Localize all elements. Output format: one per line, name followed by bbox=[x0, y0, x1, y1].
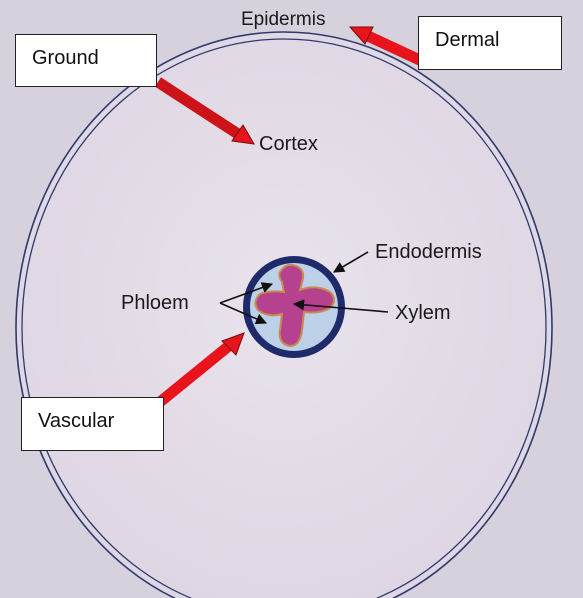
cortex-label: Cortex bbox=[259, 133, 318, 155]
epidermis-inner-ring bbox=[21, 38, 547, 598]
vascular-red-arrow-icon bbox=[156, 332, 245, 407]
epidermis-label: Epidermis bbox=[241, 9, 325, 30]
phloem-label: Phloem bbox=[121, 292, 189, 314]
endodermis-pointer-arrow bbox=[333, 251, 369, 273]
dermal-callout-box: Dermal bbox=[418, 16, 562, 70]
phloem-pointer-arrow-upper bbox=[219, 282, 274, 304]
vascular-callout-box: Vascular bbox=[21, 397, 164, 451]
ground-red-arrow-icon bbox=[155, 77, 255, 145]
dermal-red-arrow-icon bbox=[348, 26, 427, 67]
phloem-pointer-arrow-lower bbox=[219, 302, 268, 325]
xylem-label: Xylem bbox=[395, 302, 451, 324]
xylem-pointer-arrow bbox=[292, 299, 389, 313]
ground-callout-box: Ground bbox=[15, 34, 157, 87]
endodermis-label: Endodermis bbox=[375, 241, 482, 263]
